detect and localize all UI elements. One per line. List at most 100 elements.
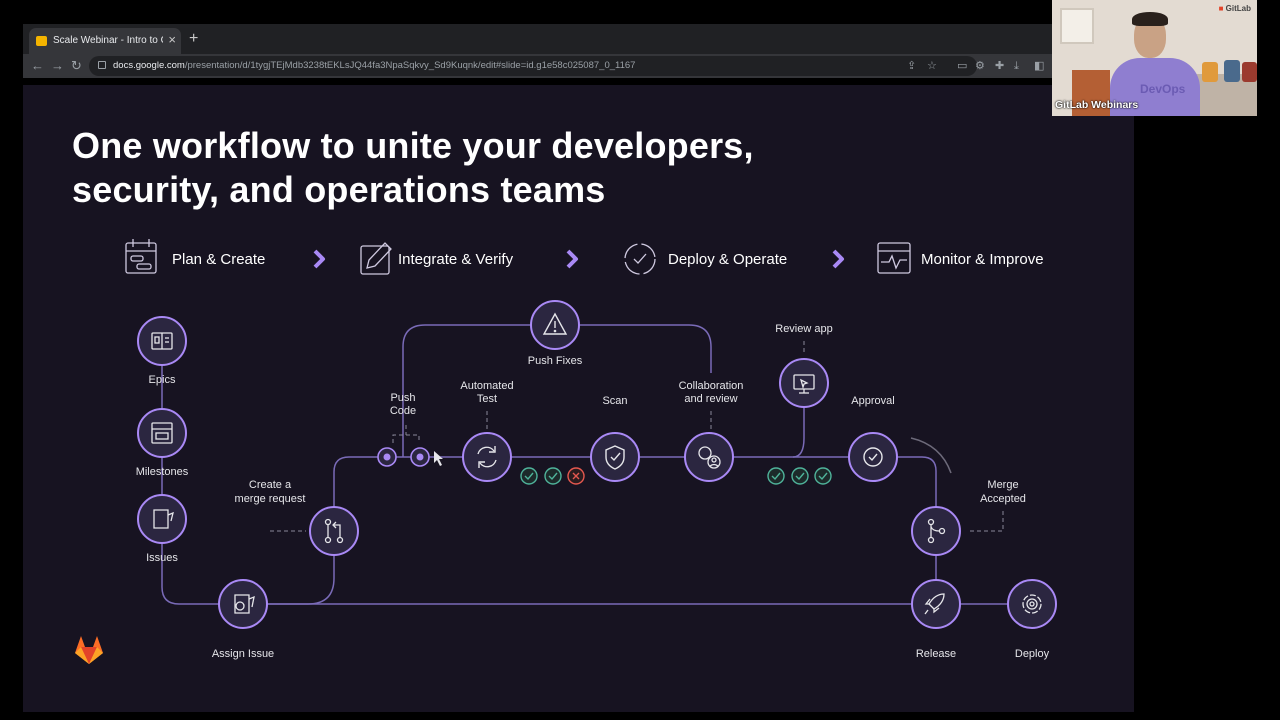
workflow-connectors	[161, 324, 1008, 605]
wooden-shelf	[1072, 70, 1110, 116]
stage-chevron-1	[313, 249, 325, 269]
extensions-puzzle-icon[interactable]: ✚	[995, 60, 1005, 72]
pillow	[1242, 62, 1257, 82]
dashed-annotation-lines	[270, 341, 1005, 532]
label-automated-test-line-2: Test	[477, 393, 497, 405]
presenter-hair	[1132, 12, 1168, 26]
approval-check-icon	[863, 447, 883, 467]
new-tab-button[interactable]: +	[189, 30, 199, 47]
share-icon[interactable]: ⇪	[907, 60, 917, 72]
integrate-verify-icon	[360, 242, 392, 275]
label-issues: Issues	[146, 552, 178, 564]
commit-dot-icon	[383, 453, 391, 461]
download-icon[interactable]: ⤓	[1014, 60, 1019, 72]
check-icon	[818, 472, 828, 481]
label-collaboration-line-2: and review	[684, 393, 737, 405]
label-merge-accepted-line-1: Merge	[987, 479, 1018, 491]
node-epics: Epics	[137, 316, 187, 386]
monitor-improve-icon	[877, 242, 911, 274]
webcam-presenter-name: GitLab Webinars	[1055, 99, 1139, 111]
label-review-app: Review app	[775, 323, 832, 335]
tab-title: Scale Webinar - Intro to GitLab	[53, 35, 163, 46]
address-bar[interactable]: docs.google.com/presentation/d/1tygjTEjM…	[89, 56, 977, 76]
shirt-print: DevOps	[1140, 82, 1186, 96]
presenter-torso	[1110, 58, 1200, 116]
plan-create-icon	[125, 239, 157, 274]
tab-close-icon[interactable]: ×	[168, 32, 176, 47]
label-release: Release	[916, 648, 956, 660]
slide-title-line-1: One workflow to unite your developers,	[72, 125, 754, 166]
check-icon	[548, 472, 558, 481]
gitlab-tanuki-logo-icon	[75, 636, 103, 664]
assign-issue-icon	[234, 594, 255, 614]
test-results-row	[520, 467, 585, 485]
lock-icon	[98, 61, 106, 69]
stage-plan-create: Plan & Create	[125, 239, 265, 274]
label-push-code-line-1: Push	[390, 392, 415, 404]
rocket-icon	[924, 593, 945, 615]
check-icon	[795, 472, 805, 481]
node-scan: Scan	[590, 395, 640, 482]
stage-monitor-improve: Monitor & Improve	[877, 242, 1044, 274]
monitor-screen-icon	[793, 374, 815, 394]
node-issues: Issues	[137, 494, 187, 564]
node-merge-accepted: Merge Accepted	[911, 479, 1026, 556]
stage-label-deploy-operate: Deploy & Operate	[668, 251, 787, 268]
deploy-gear-icon	[1022, 594, 1042, 614]
warning-triangle-icon	[542, 312, 568, 335]
reload-icon[interactable]: ↻	[71, 58, 82, 73]
stage-label-integrate-verify: Integrate & Verify	[398, 251, 514, 268]
node-assign-issue: Assign Issue	[212, 579, 274, 660]
stage-deploy-operate: Deploy & Operate	[624, 243, 787, 275]
label-assign-issue: Assign Issue	[212, 648, 274, 660]
slide-title-line-2: security, and operations teams	[72, 169, 606, 210]
back-arrow-icon[interactable]: ←	[31, 58, 44, 73]
side-panel-icon[interactable]: ◧	[1034, 60, 1045, 72]
presentation-slide: One workflow to unite your developers, s…	[23, 85, 1134, 712]
gitlab-fox-icon: ■	[1218, 4, 1224, 13]
bookmark-star-icon[interactable]: ☆	[927, 60, 937, 72]
settings-gear-icon[interactable]: ⚙	[975, 60, 985, 72]
webcam-video-feed: DevOps ■ GitLab GitLab Webinars	[1052, 0, 1257, 116]
slides-favicon-icon	[36, 36, 47, 46]
stage-label-monitor-improve: Monitor & Improve	[921, 251, 1044, 268]
milestone-calendar-icon	[151, 422, 173, 444]
wall-poster	[1060, 8, 1094, 44]
stage-integrate-verify: Integrate & Verify	[360, 242, 514, 275]
slide-title: One workflow to unite your developers, s…	[72, 124, 972, 212]
node-milestones: Milestones	[136, 408, 189, 478]
merge-request-icon	[324, 518, 344, 544]
issue-clipboard-icon	[153, 509, 174, 529]
label-approval: Approval	[851, 395, 894, 407]
node-automated-test: Automated Test	[460, 380, 514, 482]
webcam-brand-text: GitLab	[1225, 4, 1251, 13]
node-create-merge-request: Create a merge request	[235, 479, 359, 556]
url-text: docs.google.com/presentation/d/1tygjTEjM…	[113, 60, 635, 71]
browser-window: Scale Webinar - Intro to GitLab × + ← → …	[23, 24, 1053, 78]
review-checks-row	[767, 467, 832, 485]
node-push-fixes: Push Fixes	[528, 300, 583, 367]
label-create-mr-line-2: merge request	[235, 493, 306, 505]
node-deploy: Deploy	[1007, 579, 1057, 660]
refresh-cycle-icon	[477, 446, 497, 468]
merge-branch-icon	[927, 518, 946, 544]
node-collaboration-review: Collaboration and review	[679, 380, 743, 482]
node-review-app: Review app	[775, 323, 833, 408]
stage-label-plan-create: Plan & Create	[172, 251, 265, 268]
deploy-operate-icon	[624, 243, 656, 275]
forward-arrow-icon[interactable]: →	[51, 58, 64, 73]
webcam-brand: ■ GitLab	[1219, 4, 1251, 13]
node-approval: Approval	[848, 395, 898, 482]
tab-scale-webinar[interactable]: Scale Webinar - Intro to GitLab ×	[29, 28, 181, 54]
label-merge-accepted-line-2: Accepted	[980, 493, 1026, 505]
stage-chevron-2	[566, 249, 578, 269]
pillow	[1202, 62, 1218, 82]
check-icon	[524, 472, 534, 481]
label-scan: Scan	[602, 395, 627, 407]
mouse-cursor-icon	[434, 451, 443, 466]
url-path: /presentation/d/1tygjTEjMdb3238tEKLsJQ44…	[184, 60, 636, 71]
commit-dot-icon	[416, 453, 424, 461]
label-create-mr-line-1: Create a	[249, 479, 292, 491]
cast-icon[interactable]: ▭	[957, 60, 968, 72]
browser-toolbar: ← → ↻ docs.google.com/presentation/d/1ty…	[23, 54, 1053, 78]
